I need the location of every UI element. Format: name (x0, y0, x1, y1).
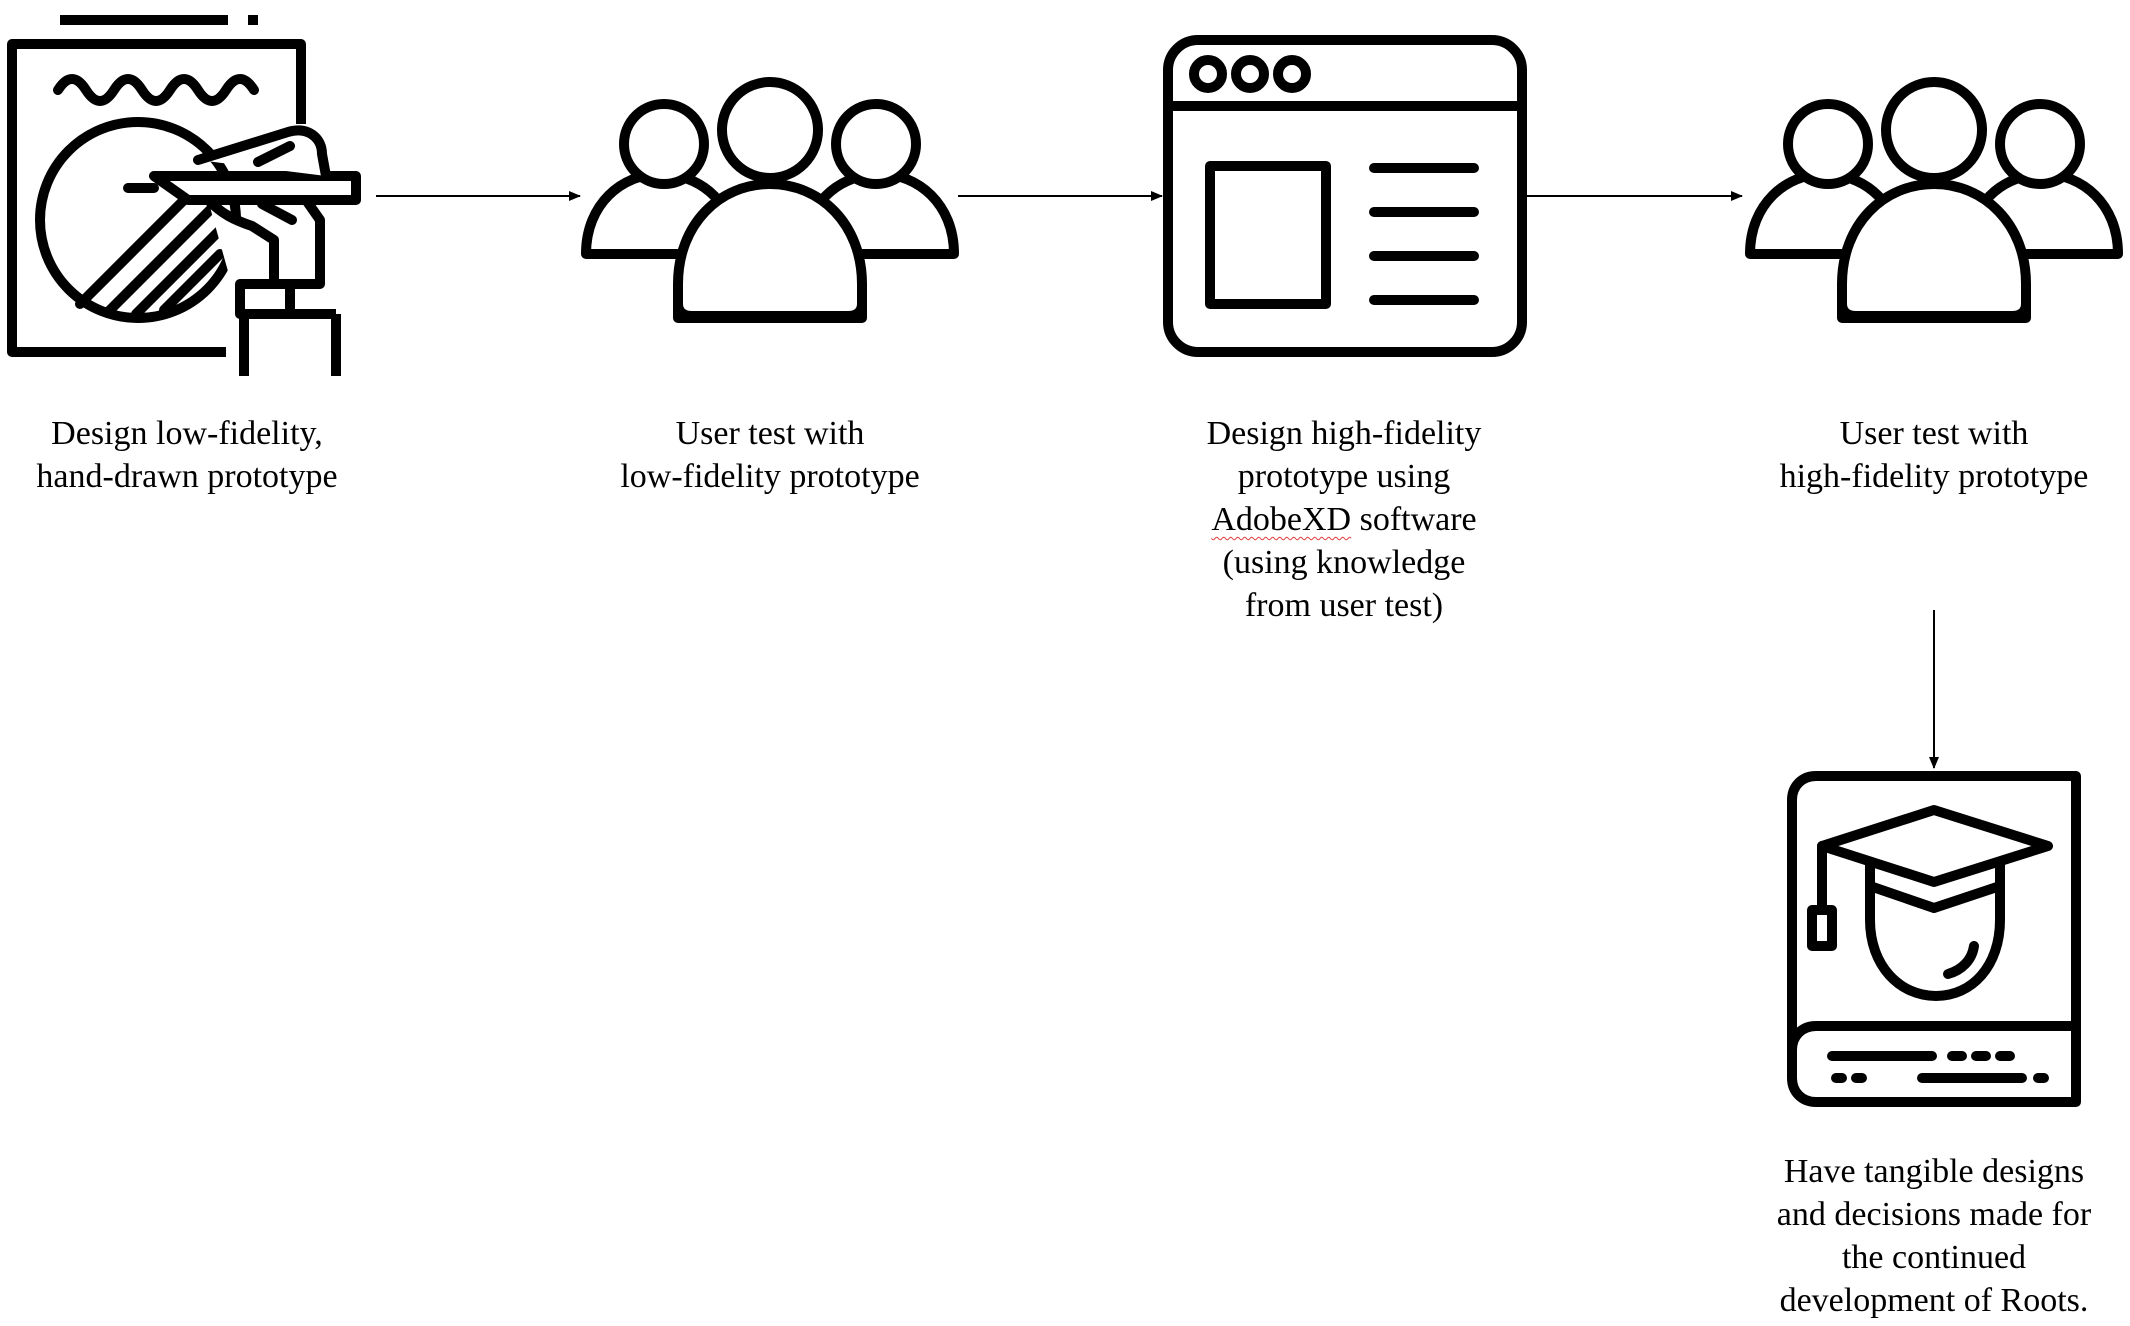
user-group-icon (580, 77, 960, 323)
step-5-label: Have tangible designs and decisions made… (1776, 1153, 2092, 1319)
step-4-label: User test with high-fidelity prototype (1779, 415, 2089, 495)
sketch-drawing-icon (7, 14, 368, 378)
user-group-icon (1744, 77, 2124, 323)
step-3-label: Design high-fidelity prototype using Ado… (1144, 412, 1544, 627)
adobexd-word: AdobeXD (1211, 501, 1352, 538)
adobexd-line: AdobeXD software (1211, 501, 1477, 538)
step-1-label: Design low-fidelity, hand-drawn prototyp… (36, 415, 338, 495)
step-2-label: User test with low-fidelity prototype (620, 415, 920, 495)
graduation-book-icon (1786, 770, 2084, 1110)
browser-window-icon (1162, 34, 1528, 358)
